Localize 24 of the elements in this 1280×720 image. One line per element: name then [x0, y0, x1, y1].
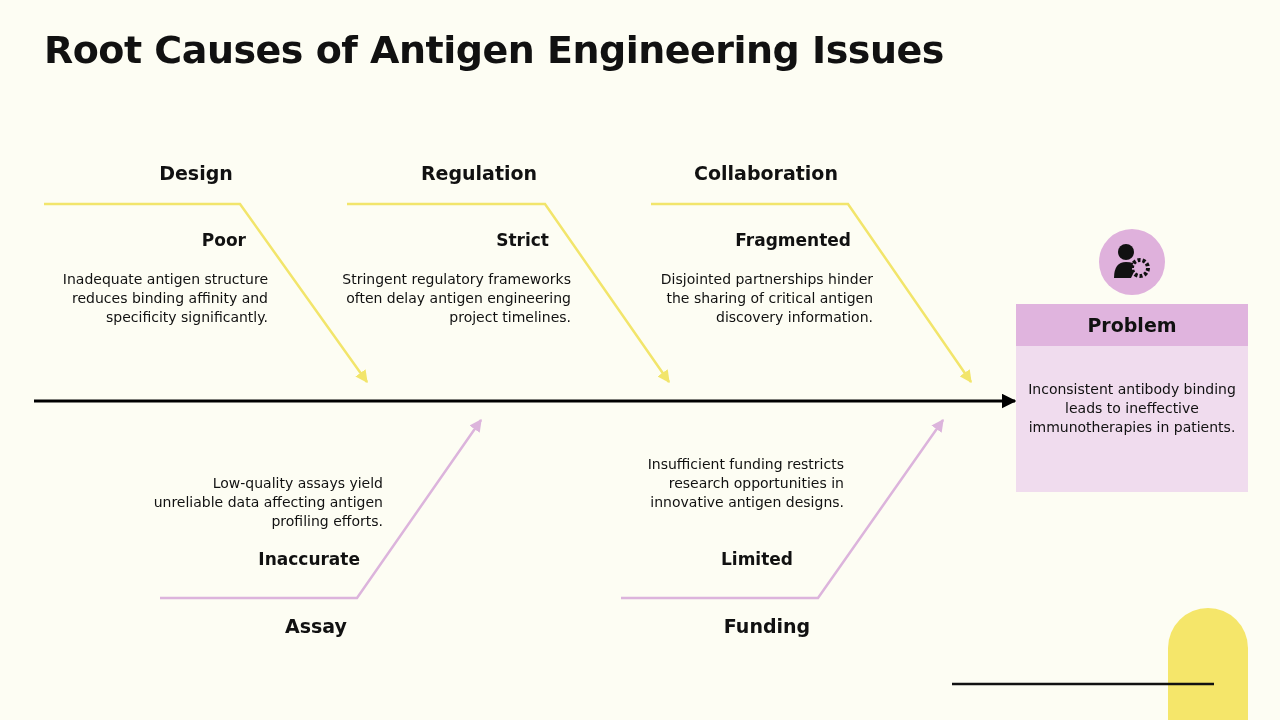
- cause-heading: Limited: [719, 549, 793, 569]
- category-heading: Assay: [284, 615, 348, 637]
- category-heading: Funding: [722, 615, 812, 637]
- cause-heading: Strict: [495, 230, 549, 250]
- cause-heading: Fragmented: [734, 230, 851, 250]
- cause-description: Disjointed partnerships hinder the sharing of critical antigen discovery information.: [659, 270, 873, 327]
- cause-description: Insufficient funding restricts research opportunities in innovative antigen designs.: [646, 455, 844, 512]
- cause-heading: Poor: [200, 230, 246, 250]
- bone-arrow: [651, 202, 973, 384]
- bone-arrow: [621, 419, 945, 600]
- bone-arrow: [160, 418, 483, 600]
- title: Root Causes of Antigen Engineering Issues: [44, 28, 944, 72]
- bone-arrow: [347, 202, 671, 384]
- category-heading: Design: [158, 162, 234, 184]
- cause-heading: Inaccurate: [257, 549, 360, 569]
- cause-description: Low-quality assays yield unreliable data affecting antigen profiling efforts.: [153, 474, 383, 531]
- cause-description: Stringent regulatory frameworks often delay antigen engineering project timelines.: [341, 270, 571, 327]
- category-heading: Collaboration: [693, 162, 839, 184]
- spine-arrow: [34, 393, 1017, 409]
- bone-arrow: [44, 202, 368, 383]
- problem-description: Inconsistent antibody binding leads to ineffective immunotherapies in patients.: [1027, 380, 1237, 437]
- cause-description: Inadequate antigen structure reduces binding affinity and specificity significantly.: [61, 270, 268, 327]
- problem-header: Problem: [1016, 304, 1248, 346]
- category-heading: Regulation: [419, 162, 539, 184]
